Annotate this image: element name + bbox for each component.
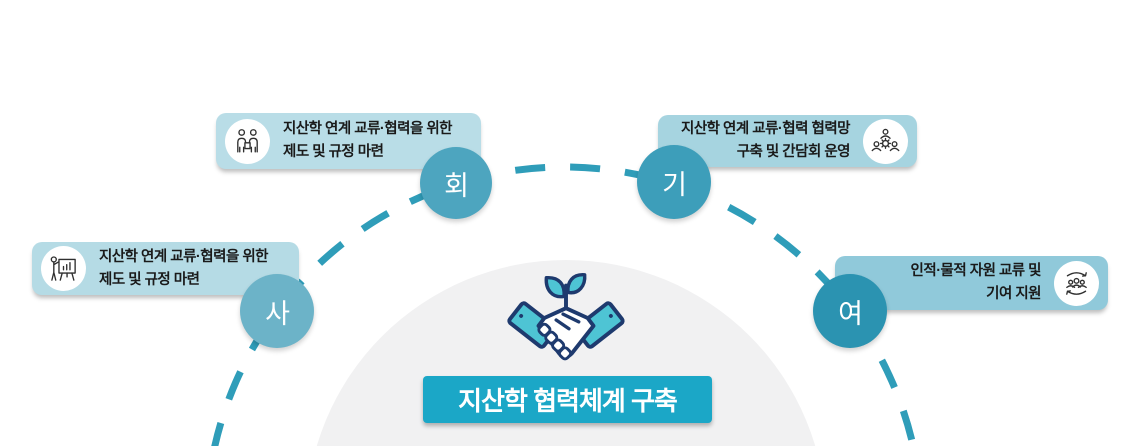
pill-hoe-line1: 지산학 연계 교류·협력을 위한 [283,121,453,137]
pill-sa-text: 지산학 연계 교류·협력을 위한 제도 및 규정 마련 [99,246,269,292]
people-network-icon [863,118,908,164]
pill-hoe-text: 지산학 연계 교류·협력을 위한 제도 및 규정 마련 [283,118,453,164]
people-cycle-icon [1054,260,1099,306]
node-circle-yeo: 여 [813,274,887,348]
pill-hoe-line2: 제도 및 규정 마련 [283,144,384,160]
center-title-button: 지산학 협력체계 구축 [423,376,712,423]
pill-gi-text: 지산학 연계 교류·협력 협력망 구축 및 간담회 운영 [681,118,851,164]
pill-gi-line1: 지산학 연계 교류·협력 협력망 [681,121,851,137]
node-circle-sa: 사 [240,274,314,348]
pill-sa-line1: 지산학 연계 교류·협력을 위한 [99,248,269,265]
pill-sa-line2: 제도 및 규정 마련 [99,271,200,288]
pill-yeo: 인적·물적 자원 교류 및 기여 지원 [835,256,1108,310]
people-exchange-icon [225,118,270,164]
presenter-board-icon [41,246,86,291]
pill-yeo-line2: 기여 지원 [986,286,1041,302]
handshake-sprout-icon [507,273,625,361]
pill-yeo-line1: 인적·물적 자원 교류 및 [910,263,1042,279]
node-circle-hoe: 회 [420,147,492,219]
node-circle-gi: 기 [637,145,711,219]
pill-gi-line2: 구축 및 간담회 운영 [736,144,851,160]
pill-yeo-text: 인적·물적 자원 교류 및 기여 지원 [910,260,1042,306]
pill-hoe: 지산학 연계 교류·협력을 위한 제도 및 규정 마련 [216,113,481,169]
